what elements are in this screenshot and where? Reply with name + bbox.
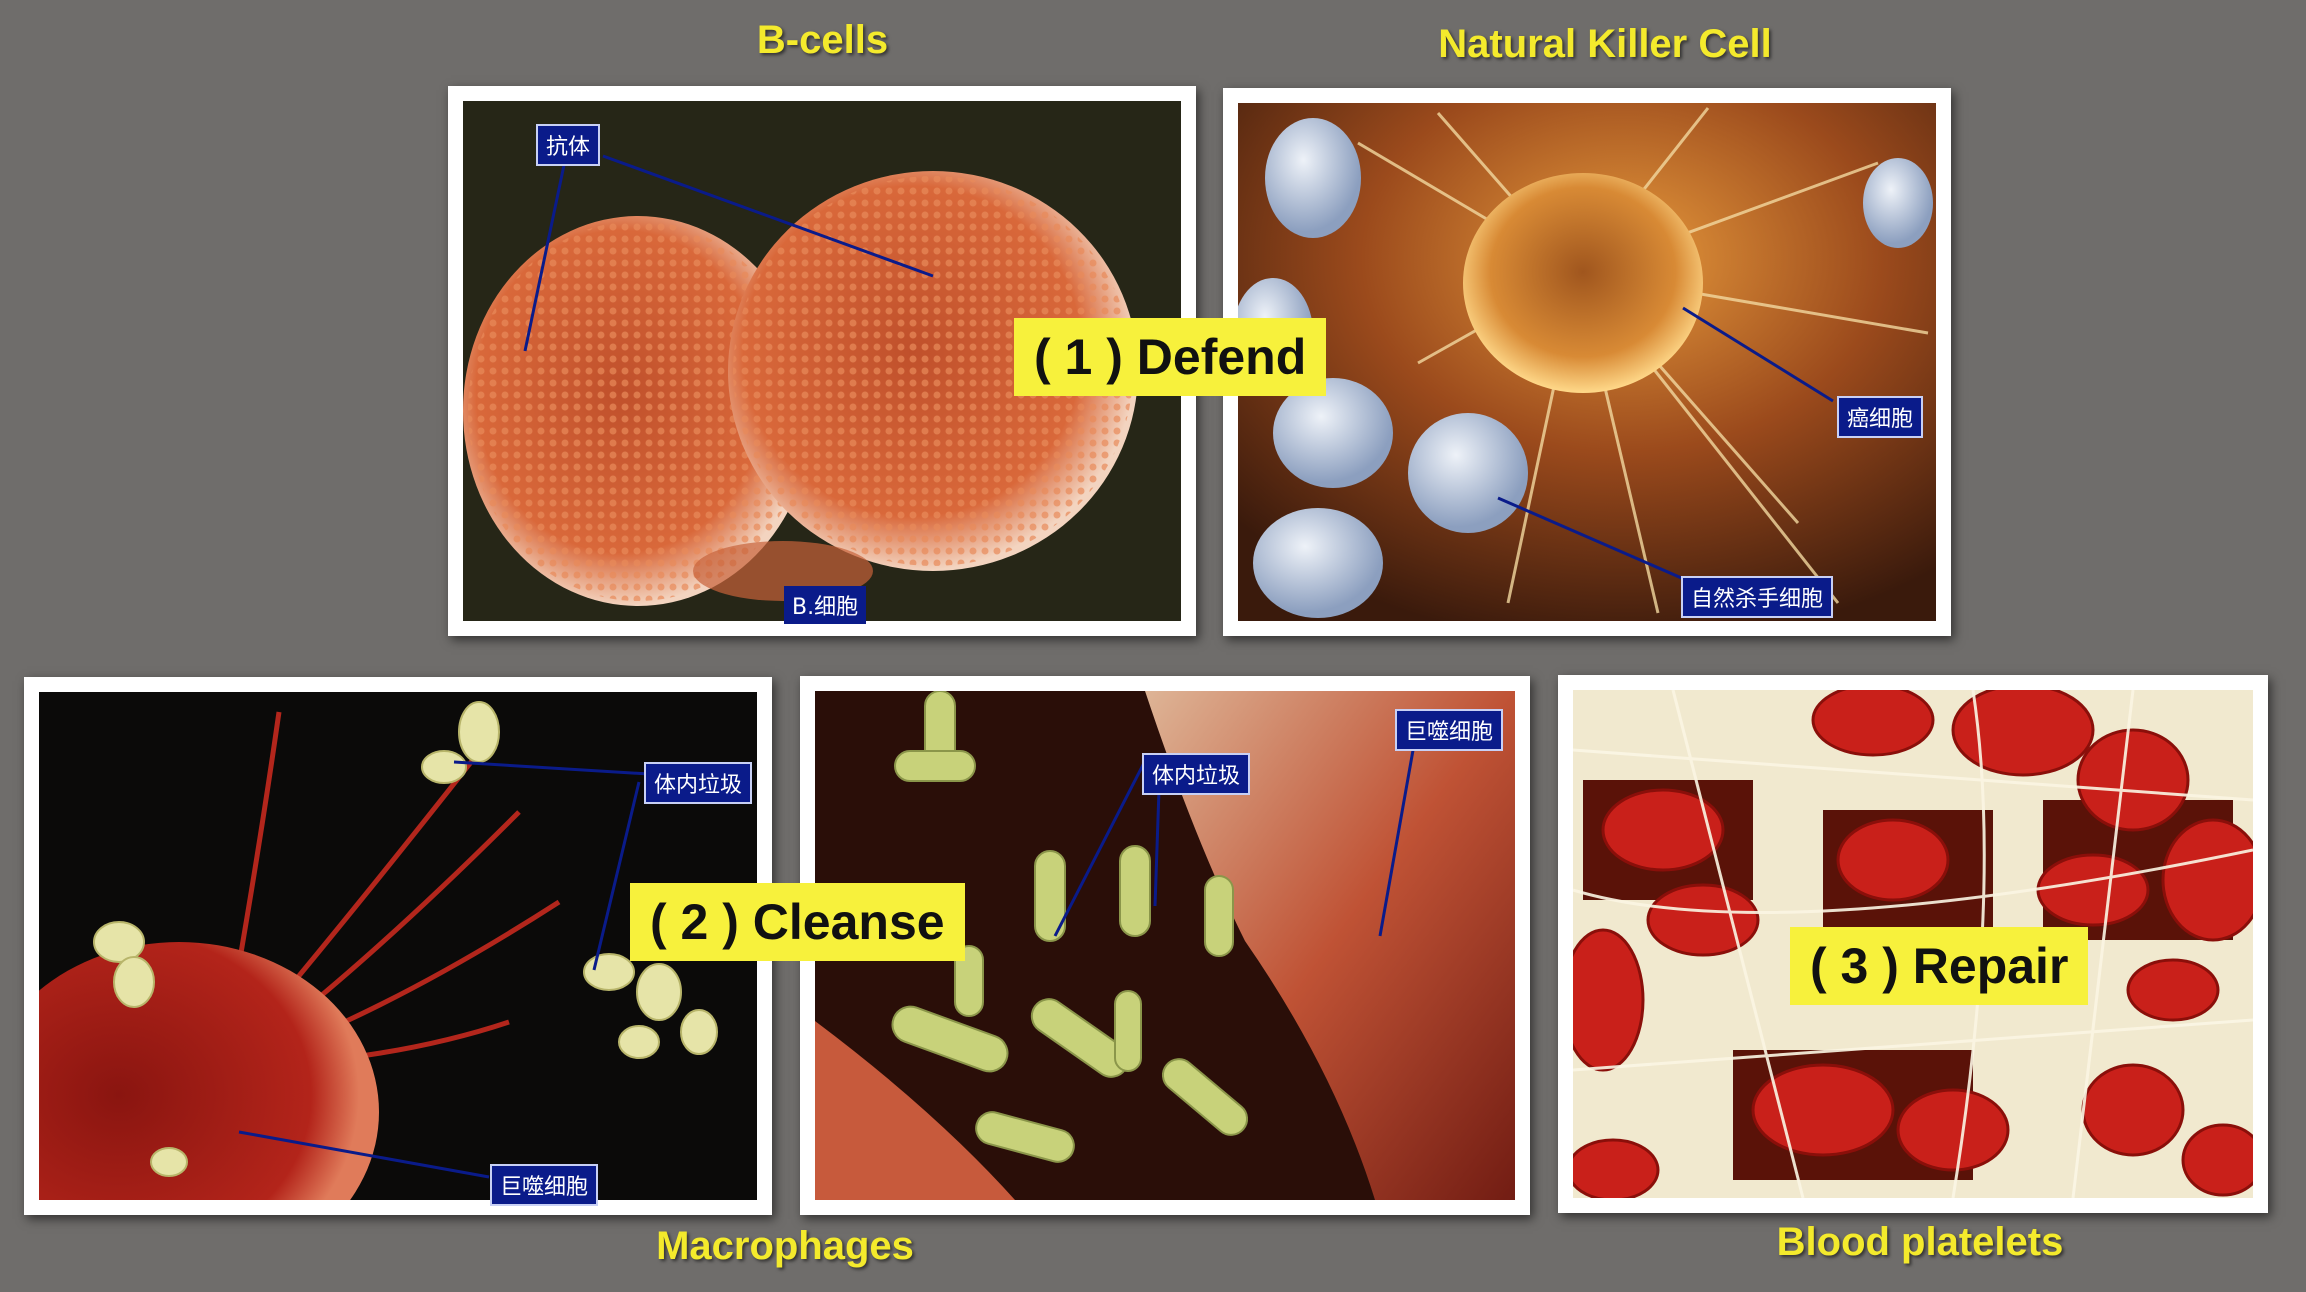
caption-b-cells: B-cells — [756, 18, 889, 62]
macrophage-label-2: 巨噬细胞 — [1395, 709, 1504, 751]
garbage-label-1: 体内垃圾 — [644, 762, 753, 804]
macrophage-photo-frame-2: 体内垃圾 巨噬细胞 — [800, 676, 1530, 1215]
nk-cell-micrograph — [1238, 103, 1936, 621]
blood-platelets-micrograph — [1573, 690, 2253, 1198]
macrophage-label-1: 巨噬细胞 — [490, 1164, 599, 1206]
b-cell-label: B.细胞 — [784, 586, 867, 624]
caption-blood-platelets: Blood platelets — [1776, 1220, 2064, 1264]
antibody-label: 抗体 — [536, 124, 601, 166]
caption-macrophages: Macrophages — [656, 1224, 914, 1268]
cleanse-callout: ( 2 ) Cleanse — [630, 883, 965, 961]
cancer-cell-label: 癌细胞 — [1837, 396, 1924, 438]
repair-callout: ( 3 ) Repair — [1790, 927, 2089, 1005]
blood-platelets-photo-frame — [1558, 675, 2268, 1213]
defend-callout: ( 1 ) Defend — [1014, 318, 1327, 396]
macrophage-micrograph-2 — [815, 691, 1515, 1200]
garbage-label-2: 体内垃圾 — [1142, 753, 1251, 795]
nk-cell-photo-frame: 癌细胞 自然杀手细胞 — [1223, 88, 1951, 636]
nk-cell-label: 自然杀手细胞 — [1681, 576, 1834, 618]
caption-natural-killer-cell: Natural Killer Cell — [1438, 22, 1772, 66]
